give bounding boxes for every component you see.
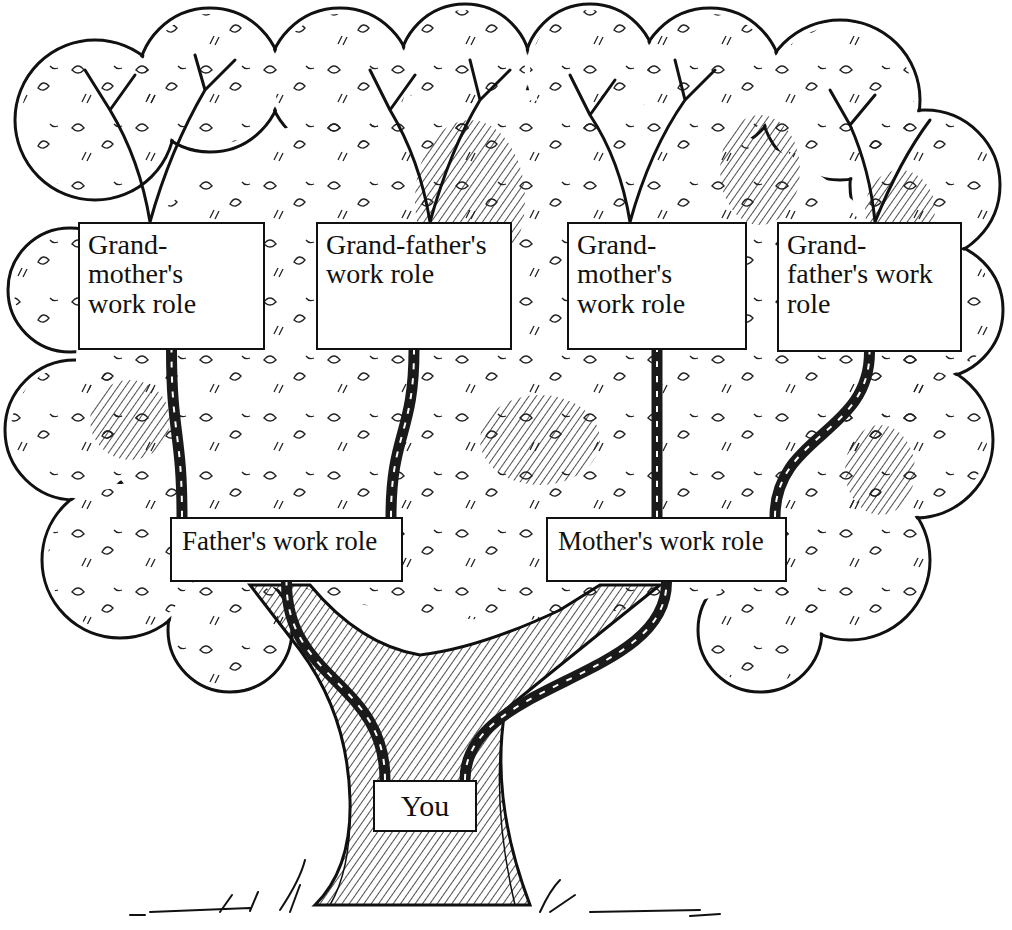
- grandparent-box: Grand-father's work role: [316, 222, 512, 350]
- grandparent-box: Grand-father's work role: [777, 222, 962, 352]
- node-label: Father's work role: [182, 527, 391, 555]
- node-label: Grand-mother's work role: [88, 230, 243, 318]
- tree-branch: [172, 350, 183, 517]
- grandparent-box: Grand-mother's work role: [567, 222, 747, 350]
- parent-box: Father's work role: [170, 517, 403, 582]
- grandparent-box: Grand-mother's work role: [78, 222, 265, 350]
- node-label: Mother's work role: [558, 527, 775, 555]
- node-label: Grand-father's work role: [787, 230, 940, 318]
- tree-branch: [287, 582, 386, 780]
- you-box: You: [373, 780, 477, 832]
- tree-branch: [775, 352, 870, 517]
- tree-branch: [657, 350, 658, 517]
- tree-branch: [465, 582, 667, 780]
- node-label: Grand-father's work role: [326, 230, 490, 289]
- node-label: You: [385, 790, 465, 822]
- parent-box: Mother's work role: [546, 517, 787, 582]
- tree-branch: [391, 350, 414, 517]
- node-label: Grand-mother's work role: [577, 230, 725, 318]
